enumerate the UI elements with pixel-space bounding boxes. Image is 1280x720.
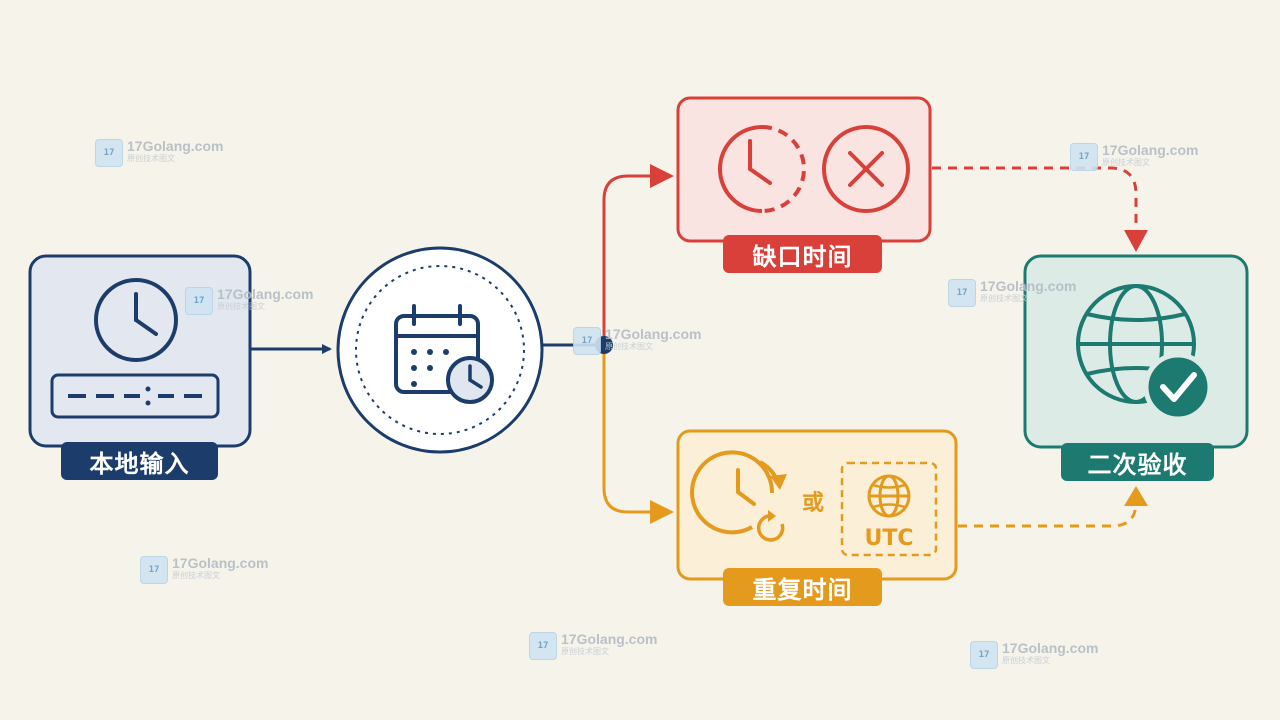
watermark-logo-icon: 17 bbox=[573, 327, 601, 355]
utc-text: UTC bbox=[864, 526, 913, 551]
watermark-logo-icon: 17 bbox=[185, 287, 213, 315]
utc-dashed-box bbox=[840, 461, 938, 557]
repeat-time-label: 重复时间 bbox=[723, 568, 882, 606]
watermark-logo-icon: 17 bbox=[948, 279, 976, 307]
watermark-logo-icon: 17 bbox=[95, 139, 123, 167]
arrow-to-gap bbox=[602, 174, 652, 345]
arrow-gap-to-check bbox=[932, 166, 1138, 232]
repeat-time-node: 或 UTC bbox=[676, 429, 958, 581]
or-text: 或 bbox=[802, 490, 824, 516]
processor-node bbox=[336, 246, 544, 454]
time-input-icon bbox=[50, 373, 220, 419]
second-check-node bbox=[1023, 254, 1249, 449]
gap-time-label: 缺口时间 bbox=[723, 235, 882, 273]
second-check-label: 二次验收 bbox=[1061, 443, 1214, 481]
calendar-clock-icon bbox=[394, 304, 494, 404]
watermark-logo-icon: 17 bbox=[140, 556, 168, 584]
globe-check-icon bbox=[1076, 284, 1213, 422]
local-input-label: 本地输入 bbox=[61, 442, 218, 480]
gap-time-node bbox=[676, 96, 932, 243]
globe-icon bbox=[867, 474, 911, 518]
watermark-logo-icon: 17 bbox=[1070, 143, 1098, 171]
arrow-repeat-to-check bbox=[958, 501, 1138, 528]
watermark-logo-icon: 17 bbox=[529, 632, 557, 660]
repeat-clock-icon bbox=[690, 450, 787, 542]
x-circle-icon bbox=[822, 125, 910, 213]
arrow-to-repeat bbox=[602, 345, 652, 514]
local-input-node bbox=[28, 254, 252, 448]
broken-clock-icon bbox=[718, 125, 806, 213]
clock-icon bbox=[94, 278, 178, 362]
watermark-logo-icon: 17 bbox=[970, 641, 998, 669]
